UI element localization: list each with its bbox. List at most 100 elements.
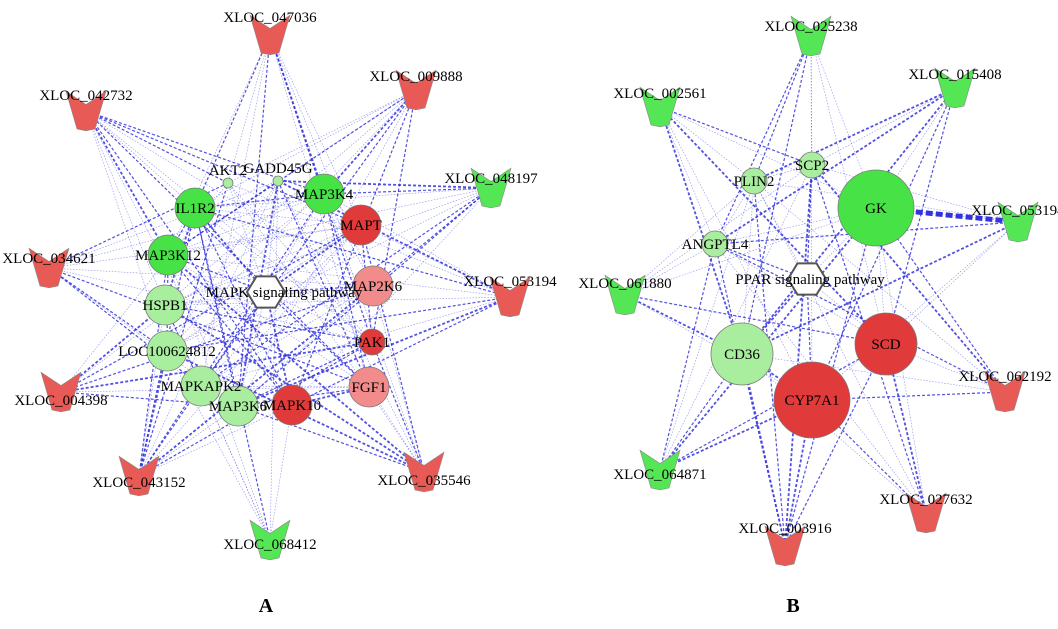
gene-node-cyp7a1[interactable] xyxy=(773,361,851,439)
gene-node-angptl4[interactable] xyxy=(701,230,729,258)
edge xyxy=(194,207,373,343)
edge xyxy=(85,110,370,388)
panel-b-nodes: PPAR signaling pathwaySCP2PLIN2GKANGPTL4… xyxy=(578,15,1058,567)
edge xyxy=(277,180,425,473)
lncrna-node-xloc-002561[interactable] xyxy=(639,86,681,128)
edge xyxy=(885,343,1006,393)
gene-label: IL1R2 xyxy=(175,201,214,217)
gene-node-hspb1[interactable] xyxy=(144,284,186,326)
edge xyxy=(138,193,325,477)
edge xyxy=(875,207,927,514)
edge xyxy=(372,285,425,473)
edge xyxy=(277,180,370,388)
edge xyxy=(138,404,293,477)
gene-label: SCP2 xyxy=(795,158,829,174)
gene-label: CYP7A1 xyxy=(784,393,839,409)
edge xyxy=(269,34,370,388)
lncrna-label: XLOC_002561 xyxy=(613,86,706,102)
gene-node-pak1[interactable] xyxy=(358,328,386,356)
gene-label: MAP3K4 xyxy=(295,187,354,203)
gene-node-cd36[interactable] xyxy=(710,322,774,386)
edge xyxy=(167,224,362,256)
edge xyxy=(659,353,743,471)
edge xyxy=(741,353,813,401)
gene-node-mapkapk2[interactable] xyxy=(180,365,222,407)
lncrna-node-xloc-004398[interactable] xyxy=(40,371,82,413)
gene-node-map3k12[interactable] xyxy=(147,234,189,276)
edge xyxy=(265,180,279,293)
edge xyxy=(291,89,417,406)
edge xyxy=(372,187,492,287)
gene-node-gadd45g[interactable] xyxy=(272,175,284,187)
gene-label: MAPK10 xyxy=(263,398,321,414)
edge xyxy=(237,405,425,473)
edge xyxy=(811,221,1019,401)
edge xyxy=(167,254,370,388)
edge xyxy=(811,87,956,166)
edge xyxy=(659,106,743,355)
gene-label: CD36 xyxy=(724,347,760,363)
gene-label: ANGPTL4 xyxy=(682,237,749,253)
lncrna-node-xloc-025238[interactable] xyxy=(790,15,832,57)
edge xyxy=(265,291,370,388)
edge xyxy=(360,224,511,298)
edge xyxy=(323,193,370,388)
lncrna-label: XLOC_042732 xyxy=(39,88,132,104)
edge xyxy=(659,106,755,182)
gene-node-gk[interactable] xyxy=(837,169,915,247)
edge xyxy=(167,254,425,473)
edge xyxy=(85,110,169,256)
lncrna-label: XLOC_061880 xyxy=(578,276,671,292)
gene-node-map2k6[interactable] xyxy=(352,265,394,307)
gene-node-map3k6[interactable] xyxy=(217,385,259,427)
lncrna-node-xloc-042732[interactable] xyxy=(65,90,107,132)
lncrna-node-xloc-068412[interactable] xyxy=(249,519,291,561)
gene-node-mapt[interactable] xyxy=(340,204,382,246)
lncrna-node-xloc-048197[interactable] xyxy=(470,167,512,209)
edge xyxy=(227,89,417,184)
lncrna-node-xloc-015408[interactable] xyxy=(934,67,976,109)
lncrna-node-xloc-053194[interactable] xyxy=(489,276,531,318)
edge xyxy=(624,207,877,296)
lncrna-node-xloc-035546[interactable] xyxy=(403,451,445,493)
edge xyxy=(265,224,362,293)
edge xyxy=(323,187,492,195)
lncrna-node-xloc-027632[interactable] xyxy=(905,492,947,534)
lncrna-node-xloc-047036[interactable] xyxy=(249,14,291,56)
lncrna-node-xloc-009888[interactable] xyxy=(395,69,437,111)
edge xyxy=(659,106,716,245)
edge xyxy=(194,207,271,541)
edge xyxy=(227,182,267,293)
edge xyxy=(237,34,271,407)
panel-b-label: B xyxy=(786,595,799,617)
edge xyxy=(194,207,267,293)
edge xyxy=(269,180,279,541)
lncrna-node-xloc-043152[interactable] xyxy=(118,455,160,497)
edge xyxy=(753,35,812,182)
lncrna-node-xloc-053194[interactable] xyxy=(997,201,1039,243)
gene-node-scd[interactable] xyxy=(854,312,918,376)
edge xyxy=(810,35,813,401)
gene-label: MAP2K6 xyxy=(344,279,403,295)
edge xyxy=(237,285,374,407)
edge xyxy=(85,110,166,306)
edge xyxy=(48,193,325,269)
edge xyxy=(810,35,887,345)
lncrna-node-xloc-061880[interactable] xyxy=(604,274,646,316)
gene-node-fgf1[interactable] xyxy=(348,366,390,408)
gene-node-mapk10[interactable] xyxy=(271,384,313,426)
lncrna-node-xloc-064871[interactable] xyxy=(639,449,681,491)
lncrna-node-xloc-034621[interactable] xyxy=(28,247,70,289)
edge xyxy=(659,106,813,401)
edge xyxy=(167,254,293,406)
gene-node-plin2[interactable] xyxy=(740,167,768,195)
lncrna-node-xloc-003916[interactable] xyxy=(764,525,806,567)
gene-node-il1r2[interactable] xyxy=(174,187,216,229)
gene-node-map3k4[interactable] xyxy=(303,173,345,215)
gene-node-loc100624812[interactable] xyxy=(146,330,188,372)
gene-node-akt2[interactable] xyxy=(222,177,234,189)
lncrna-node-xloc-062192[interactable] xyxy=(984,371,1026,413)
gene-node-scp2[interactable] xyxy=(798,151,826,179)
lncrna-label: XLOC_064871 xyxy=(613,467,706,483)
